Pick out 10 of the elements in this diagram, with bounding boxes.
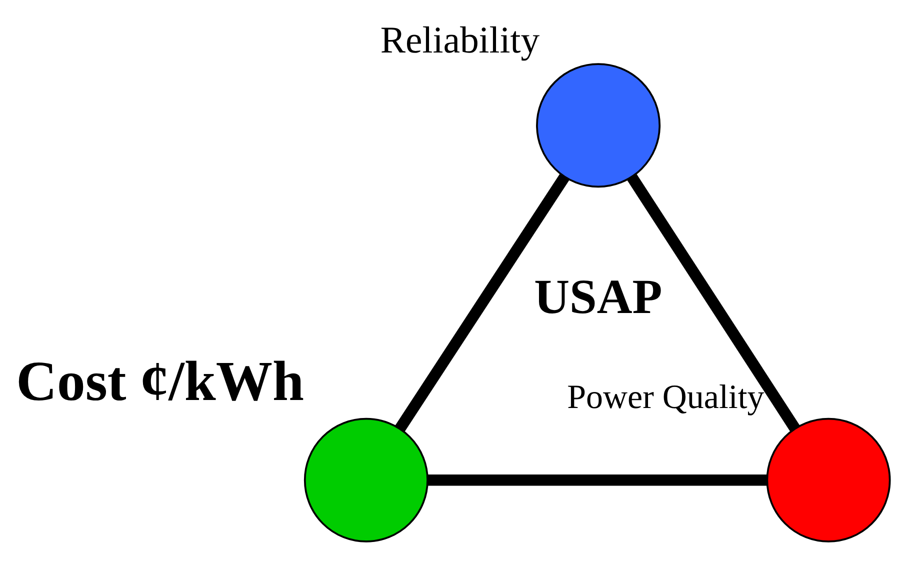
connector	[627, 173, 800, 432]
connector	[428, 474, 767, 486]
node-circle	[304, 417, 428, 542]
node-label: Reliability	[380, 19, 540, 62]
node-label: Cost ¢/kWh	[16, 350, 304, 412]
label: USAP	[534, 268, 662, 324]
node-label: Power Quality	[567, 378, 764, 416]
connector	[395, 173, 570, 432]
node-circle	[766, 417, 891, 542]
node-circle	[536, 62, 661, 188]
